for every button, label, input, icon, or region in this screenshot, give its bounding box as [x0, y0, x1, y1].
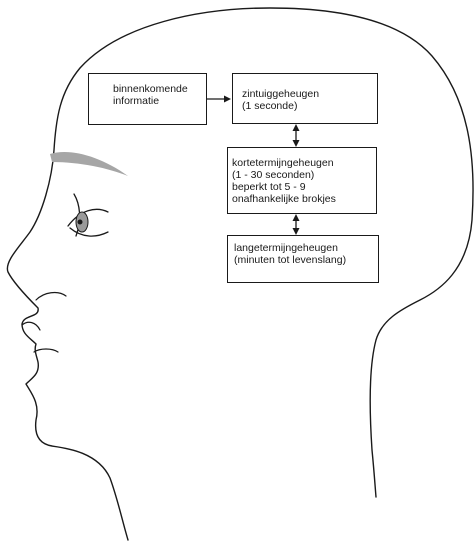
box-line: (minuten tot levenslang) [234, 254, 347, 266]
long-term-memory-box: langetermijngeheugen (minuten tot levens… [227, 235, 379, 283]
head-outline [6, 7, 474, 541]
box-line: zintuiggeheugen [242, 88, 320, 100]
nostril-line [21, 321, 41, 331]
eyebrow-shape [50, 152, 128, 176]
box-line: (1 seconde) [242, 100, 298, 112]
arrow-sensory-short-head-up [292, 124, 300, 131]
short-term-memory-box: kortetermijngeheugen (1 - 30 seconden) b… [227, 147, 377, 214]
box-line: langetermijngeheugen [234, 242, 338, 254]
box-line: binnenkomende [113, 83, 188, 95]
box-line: (1 - 30 seconden) [232, 169, 315, 181]
box-line: informatie [113, 95, 160, 107]
arrow-short-long-head-up [292, 214, 300, 221]
arrow-sensory-short-head-down [292, 140, 300, 147]
box-line: onafhankelijke brokjes [232, 193, 336, 205]
arrow-short-long-head-down [292, 228, 300, 235]
incoming-information-box: binnenkomende informatie [88, 73, 207, 125]
lips-lines [33, 291, 67, 353]
arrow-input-to-sensory-head [224, 95, 231, 103]
sensory-memory-box: zintuiggeheugen (1 seconde) [232, 73, 378, 124]
box-line: beperkt tot 5 - 9 [232, 181, 306, 193]
box-line: kortetermijngeheugen [232, 157, 334, 169]
flow-arrows [207, 95, 300, 235]
eye-icon [67, 193, 109, 237]
